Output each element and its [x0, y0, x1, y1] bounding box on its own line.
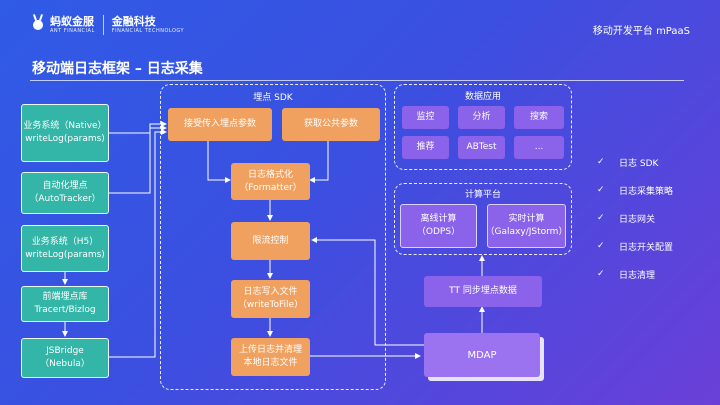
ant-logo-icon	[30, 13, 46, 36]
logo-divider	[102, 15, 104, 35]
check-icon: ✓	[597, 185, 605, 195]
link-receive-formatter	[207, 141, 231, 183]
check-icon: ✓	[597, 269, 605, 279]
sdk-title: 埋点 SDK	[253, 93, 293, 103]
data-app-recommend: 推荐	[402, 136, 449, 159]
check-icon: ✓	[597, 157, 605, 167]
data-app-title: 数据应用	[464, 92, 501, 102]
data-app-search: 搜索	[514, 106, 564, 129]
fintech-logo-text: 金融科技 FINANCIAL TECHNOLOGY	[112, 15, 184, 35]
data-app-more: ...	[514, 136, 564, 159]
sdk-throttle: 限流控制	[231, 222, 310, 260]
feature-item: ✓ 日志清理	[597, 267, 673, 281]
title-divider	[30, 80, 684, 81]
link-mdap-throttle	[311, 237, 424, 346]
check-icon: ✓	[597, 241, 605, 251]
compute-panel	[394, 183, 572, 255]
compute-realtime: 实时计算 （Galaxy/JStorm）	[486, 204, 567, 248]
mdap-node: MDAP	[424, 333, 540, 377]
feature-label: 日志清理	[619, 270, 656, 281]
data-app-panel	[394, 84, 572, 170]
data-app-analysis: 分析	[458, 106, 505, 129]
feature-label: 日志采集策略	[619, 186, 674, 197]
logo2-main: 金融科技	[111, 15, 156, 28]
check-icon: ✓	[597, 213, 605, 223]
source-h5: 业务系统（H5） writeLog(params)	[21, 225, 109, 272]
header: 蚂蚁金服 ANT FINANCIAL 金融科技 FINANCIAL TECHNO…	[0, 0, 720, 54]
compute-title: 计算平台	[464, 190, 501, 200]
data-app-abtest: ABTest	[458, 136, 505, 159]
tt-sync: TT 同步埋点数据	[424, 276, 542, 307]
feature-label: 日志 SDK	[619, 158, 659, 169]
link-autotracker-receive	[109, 125, 167, 194]
logo-sub: ANT FINANCIAL	[50, 28, 95, 34]
feature-label: 日志网关	[619, 214, 656, 225]
compute-offline: 离线计算 （ODPS）	[400, 204, 477, 248]
feature-item: ✓ 日志网关	[597, 211, 673, 225]
feature-list: ✓ 日志 SDK ✓ 日志采集策略 ✓ 日志网关 ✓ 日志开关配置 ✓ 日志清理	[597, 155, 673, 295]
ant-logo-text: 蚂蚁金服 ANT FINANCIAL	[50, 15, 95, 35]
link-public-formatter	[309, 141, 329, 183]
feature-item: ✓ 日志 SDK	[597, 155, 673, 169]
logo: 蚂蚁金服 ANT FINANCIAL 金融科技 FINANCIAL TECHNO…	[30, 13, 184, 36]
data-app-monitor: 监控	[402, 106, 449, 129]
sdk-upload-clean: 上传日志并清理 本地日志文件	[231, 338, 310, 376]
sdk-formatter: 日志格式化 （Formatter）	[231, 163, 310, 200]
feature-item: ✓ 日志开关配置	[597, 239, 673, 253]
page-title: 移动端日志框架 – 日志采集	[32, 61, 203, 77]
source-tracert: 前端埋点库 Tracert/Bizlog	[21, 286, 109, 322]
feature-item: ✓ 日志采集策略	[597, 183, 673, 197]
source-native: 业务系统（Native） writeLog(params)	[21, 104, 109, 162]
sdk-public-params: 获取公共参数	[282, 108, 380, 141]
platform-label: 移动开发平台 mPaaS	[592, 26, 690, 37]
sdk-write-file: 日志写入文件 （writeToFile）	[231, 280, 310, 318]
logo-main: 蚂蚁金服	[50, 15, 94, 28]
logo2-sub: FINANCIAL TECHNOLOGY	[111, 28, 185, 34]
feature-label: 日志开关配置	[619, 242, 674, 253]
link-jsbridge-receive	[109, 129, 167, 358]
source-autotracker: 自动化埋点 （AutoTracker）	[21, 172, 109, 214]
sdk-panel	[160, 84, 386, 390]
sdk-receive-params: 接受传入埋点参数	[168, 108, 272, 141]
source-jsbridge: JSBridge （Nebula）	[21, 338, 109, 378]
